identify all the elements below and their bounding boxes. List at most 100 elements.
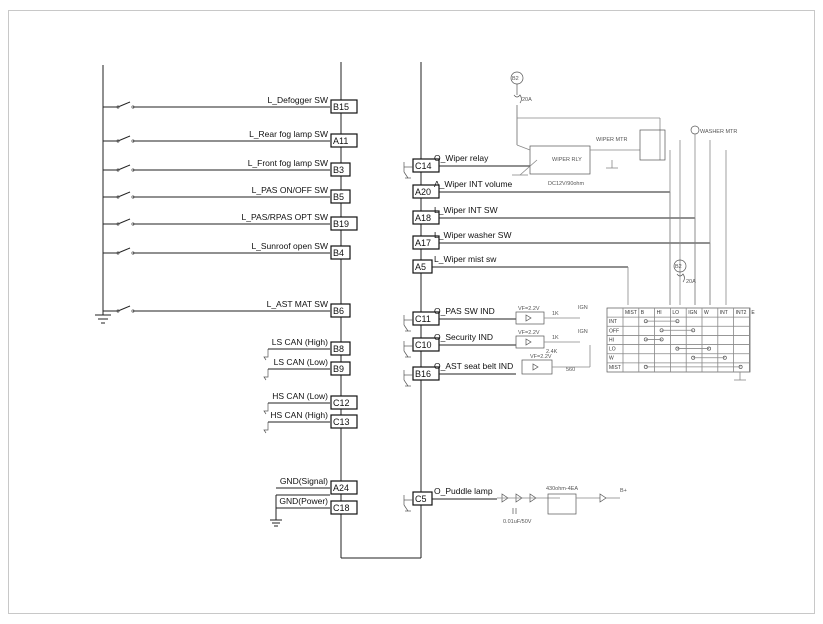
wiper-relay-label: WIPER RLY xyxy=(552,157,582,163)
pin-label: L_Rear fog lamp SW xyxy=(249,129,328,139)
table-header: MIST xyxy=(625,310,637,316)
fuse-symbol-top xyxy=(513,94,522,104)
pin-label: GND(Signal) xyxy=(280,476,328,486)
battery-label-top: B2 xyxy=(512,76,519,82)
pin-box xyxy=(330,480,358,495)
table-row-label: OFF xyxy=(609,328,619,334)
ign-label-2: IGN xyxy=(578,329,588,335)
indicator-circuits: VF=2.2V 1K IGN VF=2.2V 1K IGN 2.4K VF=2.… xyxy=(515,305,591,375)
left-pin-c12: HS CAN (Low)C12 xyxy=(263,391,358,415)
pin-number: C11 xyxy=(415,314,431,324)
pin-number: A24 xyxy=(333,483,349,493)
pin-label: L_Defogger SW xyxy=(268,95,328,105)
pin-box xyxy=(330,414,358,429)
pin-box xyxy=(330,500,358,515)
wiper-motor-label: WIPER MTR xyxy=(596,137,627,143)
pin-number: B19 xyxy=(333,219,349,229)
pin-number: A5 xyxy=(415,262,426,272)
battery-terminal-mid xyxy=(673,259,687,273)
pin-box xyxy=(330,303,351,318)
pin-number: C13 xyxy=(333,417,350,427)
pin-label: O_Wiper relay xyxy=(434,153,489,163)
table-header: B xyxy=(641,310,645,316)
pin-label: LS CAN (Low) xyxy=(274,357,328,367)
table-header: INT2 xyxy=(736,310,747,316)
can-terminal xyxy=(263,369,269,381)
pin-label: L_Wiper washer SW xyxy=(434,230,511,240)
led-spec-2: VF=2.2V xyxy=(518,330,540,336)
ign-label-1: IGN xyxy=(578,305,588,311)
can-terminal xyxy=(263,422,269,434)
switch-contact xyxy=(117,247,131,254)
pin-label: GND(Power) xyxy=(279,496,328,506)
pin-label: L_PAS/RPAS OPT SW xyxy=(242,212,328,222)
led-spec-3: VF=2.2V xyxy=(530,354,552,360)
pin-label: O_Puddle lamp xyxy=(434,486,493,496)
left-pin-c13: HS CAN (High) C13 xyxy=(263,410,358,434)
pin-number: A17 xyxy=(415,238,431,248)
table-header: HI xyxy=(657,310,662,316)
pin-label: L_Sunroof open SW xyxy=(251,241,328,251)
table-header: IGN xyxy=(688,310,697,316)
battery-label-mid: B2 xyxy=(675,264,682,270)
pin-box xyxy=(330,361,351,376)
table-row-label: INT xyxy=(609,319,617,325)
table-header: W xyxy=(704,310,709,316)
led-spec-1: VF=2.2V xyxy=(518,306,540,312)
led-symbol-2 xyxy=(525,338,532,346)
puddle-lamp-circuit: 0.01uF/50V 430ohm-4EA B+ xyxy=(497,486,627,525)
pin-label: O_Security IND xyxy=(434,332,493,342)
switch-contact xyxy=(117,101,131,108)
pin-number: A18 xyxy=(415,213,431,223)
left-pin-b4: L_Sunroof open SW B4 xyxy=(103,241,351,260)
resistor-array xyxy=(547,493,577,515)
led-symbol-3 xyxy=(532,363,539,371)
pin-label: LS CAN (High) xyxy=(272,337,328,347)
pin-number: B6 xyxy=(333,306,344,316)
resistor-array-spec: 430ohm-4EA xyxy=(546,486,578,492)
pin-number: A20 xyxy=(415,187,431,197)
pin-number: B4 xyxy=(333,248,344,258)
table-header: E xyxy=(751,310,755,316)
pin-number: B3 xyxy=(333,165,344,175)
right-pin-c5: C5O_Puddle lamp xyxy=(403,486,497,512)
wiper-relay-box xyxy=(529,145,591,175)
resistor-value-3: 560 xyxy=(566,367,575,373)
pin-box xyxy=(330,133,358,148)
capacitor-spec: 0.01uF/50V xyxy=(503,519,532,525)
table-row-label: HI xyxy=(609,337,614,343)
table-header: INT xyxy=(720,310,728,316)
pin-box xyxy=(330,245,351,260)
gnd-signal-ground xyxy=(270,494,330,527)
pin-box xyxy=(330,99,358,114)
pin-number: C12 xyxy=(333,398,350,408)
pin-number: B15 xyxy=(333,102,349,112)
pin-label: A_Wiper INT volume xyxy=(434,179,513,189)
pin-number: C14 xyxy=(415,161,432,171)
pin-number: B16 xyxy=(415,369,431,379)
left-pin-b9: LS CAN (Low) B9 xyxy=(263,357,351,381)
pin-label: HS CAN (High) xyxy=(270,410,328,420)
pin-number: C10 xyxy=(415,340,432,350)
left-pin-c18: GND(Power) C18 xyxy=(276,496,358,515)
pin-number: C18 xyxy=(333,503,350,513)
led-symbol-1 xyxy=(525,314,532,322)
pin-box xyxy=(330,216,358,231)
pin-number: B9 xyxy=(333,364,344,374)
left-pin-b15: L_Defogger SW B15 xyxy=(103,95,358,114)
diagram-frame xyxy=(8,10,815,614)
resistor-value-4: 2.4K xyxy=(546,349,558,355)
right-pin-a5: A5L_Wiper mist sw xyxy=(412,254,629,305)
fuse-rating-mid: 20A xyxy=(686,279,696,285)
